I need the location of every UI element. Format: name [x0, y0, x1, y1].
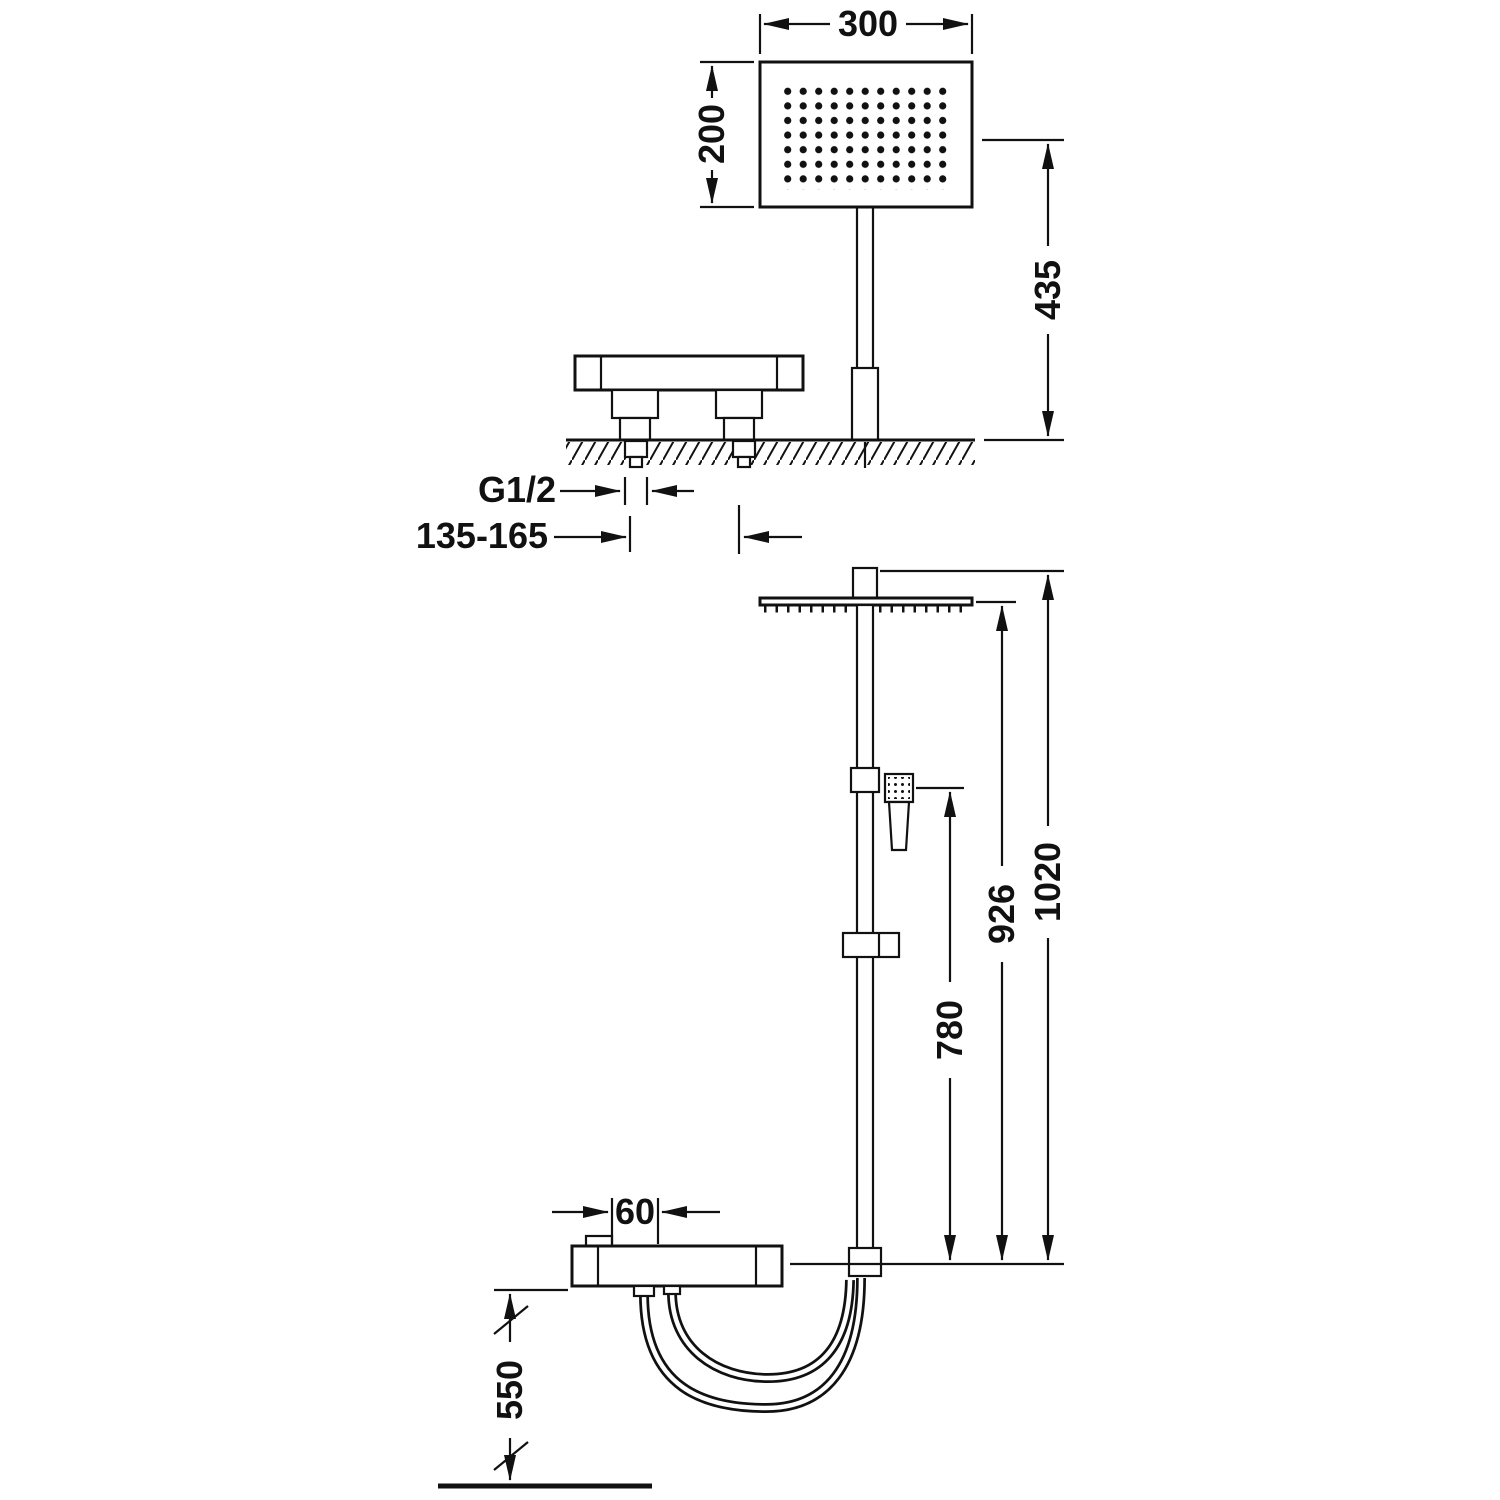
dim-550-label: 550: [489, 1360, 530, 1420]
dim-435-label: 435: [1027, 260, 1068, 320]
hand-shower-face: [888, 777, 910, 799]
dimension-head-depth: 200: [691, 60, 754, 209]
inlet-fitting-right: [731, 439, 757, 459]
dim-60-label: 60: [615, 1191, 655, 1232]
dimension-valve-height: 550: [489, 1288, 568, 1481]
dimension-inlet-spacing: 135-165: [416, 505, 802, 556]
dim-780-label: 780: [929, 1000, 970, 1060]
dimension-valve-width: 60: [552, 1191, 720, 1244]
dim-300-label: 300: [838, 3, 898, 44]
column-bottom-cap: [847, 1246, 883, 1278]
spray-nozzle-grid: [780, 84, 952, 190]
hand-shower-handle: [887, 800, 911, 852]
overhead-shower-head: [758, 60, 974, 209]
dim-g12-label: G1/2: [478, 469, 556, 510]
dim-200-label: 200: [691, 104, 732, 164]
hand-shower: [883, 772, 915, 852]
riser-column: [841, 603, 901, 1278]
rain-head-edge: [758, 566, 974, 613]
dim-926-label: 926: [981, 884, 1022, 944]
dimension-total-height: 1020: [880, 569, 1068, 1261]
dim-135-165-label: 135-165: [416, 515, 548, 556]
shower-hoses: [639, 1277, 866, 1414]
slider-bracket: [841, 931, 901, 959]
dimension-wall-distance: 435: [982, 138, 1068, 442]
valve-side-profile: [573, 354, 805, 442]
shower-arm-pipe: [850, 207, 880, 468]
valve-outlet-left: [632, 1284, 656, 1298]
wall-section: [566, 438, 975, 469]
valve-outlet-right: [662, 1284, 682, 1296]
side-view: 300 200 435 G1/2 135-165: [416, 3, 1068, 556]
inlet-fitting-left: [623, 439, 649, 459]
front-view: 60 926 780 1020: [438, 566, 1068, 1489]
hand-shower-holder: [849, 766, 881, 794]
break-mark: [493, 1441, 529, 1471]
break-mark: [493, 1305, 529, 1335]
dimension-rain-head-height: 926: [976, 600, 1022, 1261]
thermostatic-valve: [570, 1234, 784, 1298]
wall-hatching: [566, 442, 975, 465]
dim-1020-label: 1020: [1027, 842, 1068, 922]
dimension-hand-shower-height: 780: [916, 786, 970, 1261]
dimension-thread: G1/2: [478, 469, 694, 510]
dimension-head-width: 300: [758, 3, 974, 54]
